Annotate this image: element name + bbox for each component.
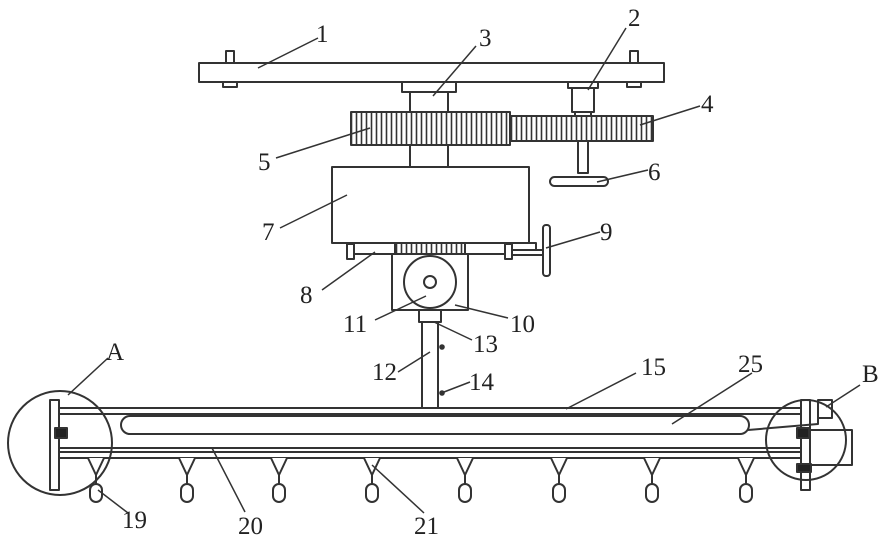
label-11: 11 [343,311,367,338]
label-7: 7 [262,219,275,246]
worm-housing [391,253,469,311]
large-gear [350,111,511,146]
small-gear [509,115,654,142]
label-13: 13 [473,331,498,358]
label-20: 20 [238,513,263,540]
knob [511,224,551,277]
label-6: 6 [648,159,661,186]
part-labels: 1 2 3 4 5 6 7 8 9 10 11 12 13 14 15 25 A… [106,5,879,540]
label-19: 19 [122,507,147,534]
handle-6 [549,176,609,187]
detail-circle-b [765,399,847,481]
leader-lines [67,27,861,514]
label-2: 2 [628,5,641,32]
label-4: 4 [701,91,714,118]
label-3: 3 [479,25,492,52]
label-9: 9 [600,219,613,246]
label-15: 15 [641,354,666,381]
label-b: B [862,361,879,388]
detail-circle-a [7,390,113,496]
hooks [87,457,755,503]
vertical-rod [418,309,445,411]
label-5: 5 [258,149,271,176]
label-14: 14 [469,369,495,396]
drying-beam [49,399,853,491]
label-12: 12 [372,359,397,386]
label-8: 8 [300,282,313,309]
gearbox [331,166,530,244]
top-plate [198,50,665,88]
label-a: A [106,339,124,366]
label-1: 1 [316,21,329,48]
label-25: 25 [738,351,763,378]
label-10: 10 [510,311,535,338]
label-21: 21 [414,513,439,540]
